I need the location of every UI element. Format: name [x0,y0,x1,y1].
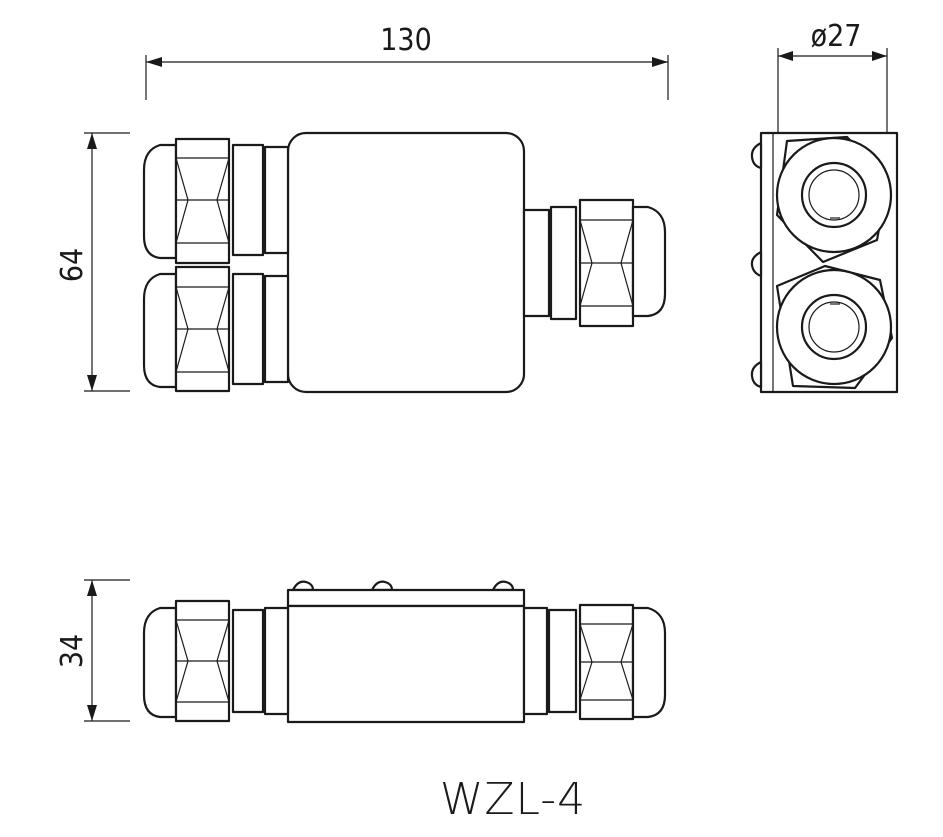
end-view-upper-port [775,135,893,264]
height-label: 64 [55,248,90,282]
junction-box-body [286,131,526,394]
right-cable-gland [522,198,667,328]
end-view [750,131,899,394]
end-view-lower-port [775,264,894,390]
front-view [142,580,667,724]
depth-dimension: 34 [55,579,130,722]
left-lower-cable-gland [142,265,290,393]
height-dimension: 64 [55,132,130,392]
left-upper-cable-gland [142,137,290,265]
model-title: WZL-4 [440,774,586,825]
front-view-lid [286,588,526,608]
diameter-dimension: ø27 [777,19,888,133]
front-view-body [286,604,526,724]
length-dimension: 130 [145,23,669,100]
top-view [142,131,667,394]
length-label: 130 [380,23,432,58]
diameter-label: ø27 [811,19,862,54]
depth-label: 34 [55,634,90,668]
